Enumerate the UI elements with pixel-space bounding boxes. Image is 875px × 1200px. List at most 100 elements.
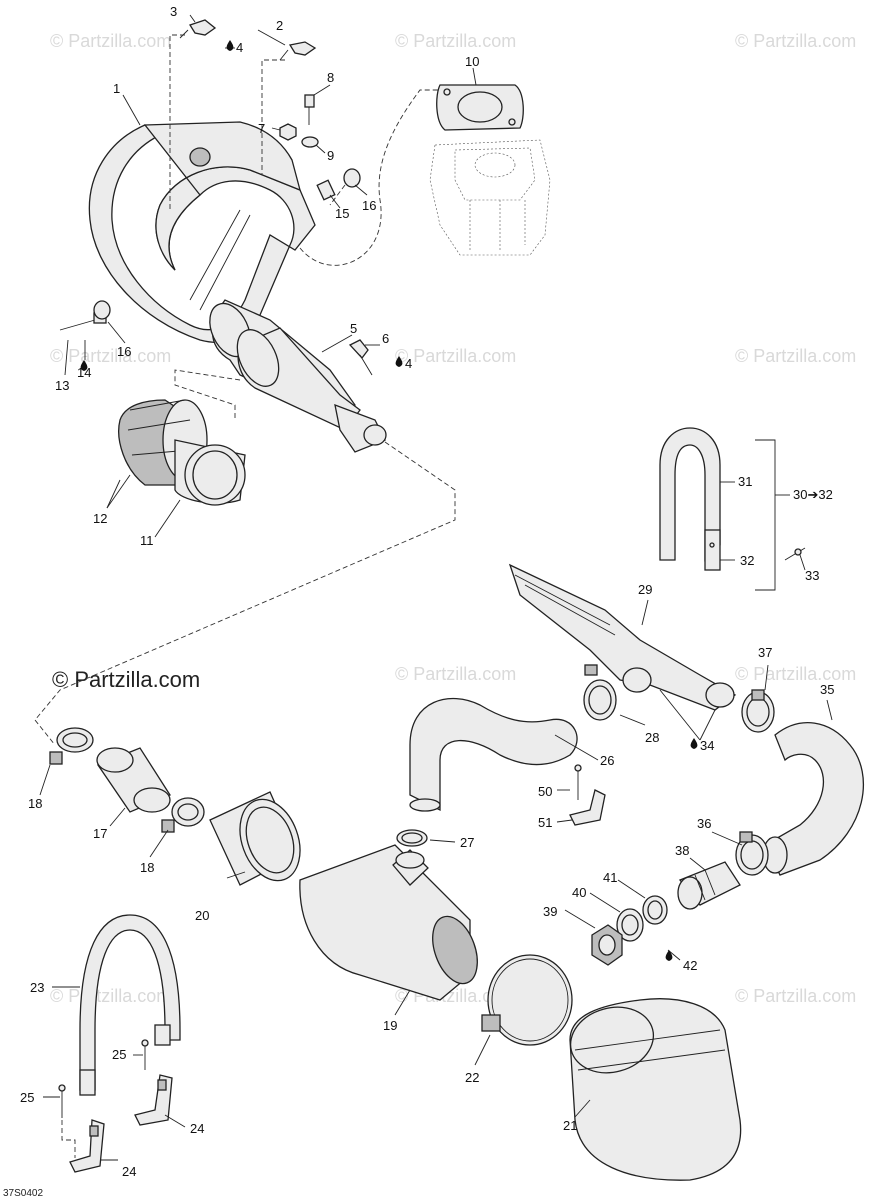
drop-icons xyxy=(80,40,698,961)
exhaust-manifold-part-1 xyxy=(88,121,316,344)
callout-39: 39 xyxy=(543,904,557,919)
callout-12: 12 xyxy=(93,511,107,526)
watermark-text: © Partzilla.com xyxy=(735,31,856,51)
bracket-reference-30 xyxy=(755,439,790,591)
drop-icon xyxy=(226,40,234,51)
muffler-strap-part-23 xyxy=(79,914,181,1096)
hose-clamp-part-27 xyxy=(396,829,428,847)
callout-18-bottom: 18 xyxy=(140,860,154,875)
watermark-text: © Partzilla.com xyxy=(50,346,171,366)
callout-37: 37 xyxy=(758,645,772,660)
watermark-text: © Partzilla.com xyxy=(395,664,516,684)
partzilla-watermark: © Partzilla.com xyxy=(52,667,200,692)
coupler-part-17 xyxy=(96,747,171,813)
callout-4-mid: 4 xyxy=(405,356,412,371)
callout-27: 27 xyxy=(460,835,474,850)
callout-20: 20 xyxy=(195,908,209,923)
callout-35: 35 xyxy=(820,682,834,697)
assembly-reference-lines xyxy=(34,34,456,746)
callout-15: 15 xyxy=(335,206,349,221)
callout-25-top: 25 xyxy=(112,1047,126,1062)
callout-40: 40 xyxy=(572,885,586,900)
watermarks: © Partzilla.com © Partzilla.com © Partzi… xyxy=(50,31,856,1006)
callouts: 1 2 3 4 4 5 6 7 8 9 10 11 12 13 14 15 16… xyxy=(20,4,834,1179)
drawing-code: 37S0402 xyxy=(3,1188,43,1199)
muffler-part-19 xyxy=(299,844,478,1001)
callout-17: 17 xyxy=(93,826,107,841)
callout-26: 26 xyxy=(600,753,614,768)
strap-part-22 xyxy=(481,954,573,1046)
callout-18-top: 18 xyxy=(28,796,42,811)
callout-16-top: 16 xyxy=(362,198,376,213)
hose-clamp-part-28 xyxy=(583,664,617,721)
muffler-pipe-part-29 xyxy=(508,563,737,711)
fitting-part-38 xyxy=(677,861,741,910)
callout-1: 1 xyxy=(113,81,120,96)
callout-28: 28 xyxy=(645,730,659,745)
callout-38: 38 xyxy=(675,843,689,858)
hose-part-35 xyxy=(762,722,864,876)
hose-clamp-part-36 xyxy=(735,831,769,876)
cylinder-head-gasket-part-10 xyxy=(436,84,524,131)
callout-16-left: 16 xyxy=(117,344,131,359)
callout-9: 9 xyxy=(327,148,334,163)
rivet-parts-25 xyxy=(58,1039,149,1118)
callout-23: 23 xyxy=(30,980,44,995)
callout-29: 29 xyxy=(638,582,652,597)
watermark-text: © Partzilla.com xyxy=(395,346,516,366)
callout-24-top: 24 xyxy=(190,1121,204,1136)
resonator-part-21 xyxy=(569,998,742,1181)
drop-icon xyxy=(80,360,88,371)
oring-parts-39-41 xyxy=(591,895,668,966)
callout-14: 14 xyxy=(77,365,91,380)
drop-icon xyxy=(395,356,403,367)
callout-31: 31 xyxy=(738,474,752,489)
rubber-sleeve-part-20 xyxy=(209,791,301,886)
callout-3: 3 xyxy=(170,4,177,19)
callout-42: 42 xyxy=(683,958,697,973)
hose-clamp-part-18-bottom xyxy=(161,797,205,833)
callout-33: 33 xyxy=(805,568,819,583)
callout-32: 32 xyxy=(740,553,754,568)
callout-13: 13 xyxy=(55,378,69,393)
callout-2: 2 xyxy=(276,18,283,33)
hose-part-26 xyxy=(409,697,578,812)
callout-6: 6 xyxy=(382,331,389,346)
rubber-coupler-part-11 xyxy=(174,439,246,506)
watermark-text: © Partzilla.com xyxy=(735,664,856,684)
rivet-part-33 xyxy=(784,547,806,561)
callout-22: 22 xyxy=(465,1070,479,1085)
engine-outline-reference xyxy=(429,139,551,256)
callout-5: 5 xyxy=(350,321,357,336)
callout-11: 11 xyxy=(140,533,154,548)
callout-8: 8 xyxy=(327,70,334,85)
watermark-text: © Partzilla.com xyxy=(395,31,516,51)
small-fasteners-top xyxy=(59,19,373,376)
bracket-parts-50-51 xyxy=(569,764,606,826)
callout-34: 34 xyxy=(700,738,714,753)
callout-50: 50 xyxy=(538,784,552,799)
drop-icon xyxy=(665,950,673,961)
callout-41: 41 xyxy=(603,870,617,885)
callout-51: 51 xyxy=(538,815,552,830)
hose-clamp-part-37 xyxy=(741,689,775,733)
callout-7: 7 xyxy=(258,121,265,136)
callout-19: 19 xyxy=(383,1018,397,1033)
callout-25-bottom: 25 xyxy=(20,1090,34,1105)
muffler-holder-part-31 xyxy=(659,427,721,571)
drop-icon xyxy=(690,738,698,749)
hose-clamp-part-18-top xyxy=(49,727,94,765)
callout-4-top: 4 xyxy=(236,40,243,55)
callout-30-to-32: 30➔32 xyxy=(793,487,833,502)
callout-36: 36 xyxy=(697,816,711,831)
watermark-text: © Partzilla.com xyxy=(735,346,856,366)
callout-10: 10 xyxy=(465,54,479,69)
watermark-text: © Partzilla.com xyxy=(50,31,171,51)
exhaust-cone-part-5 xyxy=(209,299,387,453)
callout-24-bottom: 24 xyxy=(122,1164,136,1179)
bracket-parts-24 xyxy=(61,1074,173,1173)
callout-21: 21 xyxy=(563,1118,577,1133)
watermark-text: © Partzilla.com xyxy=(735,986,856,1006)
watermark-text: © Partzilla.com xyxy=(50,986,171,1006)
